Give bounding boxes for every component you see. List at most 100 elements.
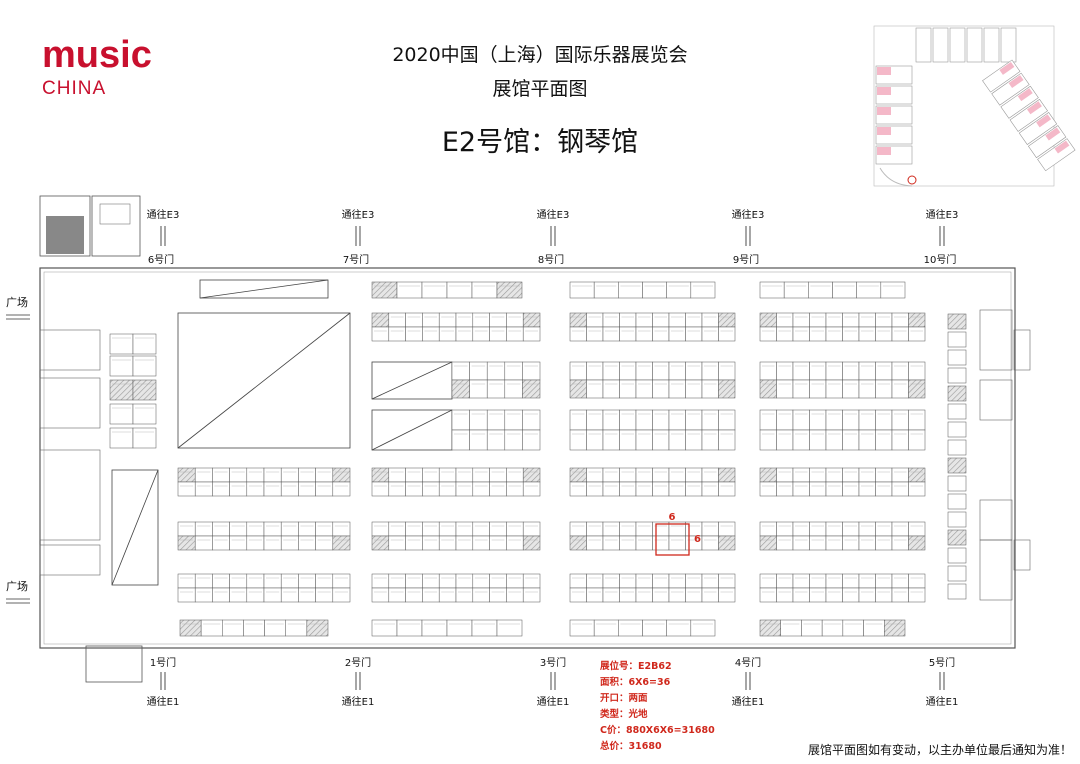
booth-cell[interactable] [177,573,196,589]
booth-cell[interactable] [685,326,703,342]
booth-cell[interactable] [668,312,686,328]
booth-cell[interactable] [586,535,604,551]
booth-cell[interactable] [177,467,196,483]
booth-cell[interactable] [569,429,587,451]
booth-cell[interactable] [668,379,686,399]
booth-cell[interactable] [229,481,248,497]
booth-cell[interactable] [842,573,860,589]
booth-cell[interactable] [332,521,351,537]
booth-cell[interactable] [618,281,643,299]
booth-cell[interactable] [858,521,876,537]
booth-cell[interactable] [455,573,474,589]
booth-cell[interactable] [635,467,653,483]
booth-cell[interactable] [668,573,686,589]
booth-cell[interactable] [619,379,637,399]
booth-cell[interactable] [586,573,604,589]
booth-cell[interactable] [842,429,860,451]
booth-cell[interactable] [718,326,736,342]
booth-cell[interactable] [759,587,777,603]
booth-cell[interactable] [701,379,719,399]
booth-cell[interactable] [668,587,686,603]
booth-cell[interactable] [315,535,334,551]
booth-cell[interactable] [652,326,670,342]
booth-cell[interactable] [792,467,810,483]
booth-cell[interactable] [109,355,134,377]
booth-cell[interactable] [422,481,440,497]
booth-cell[interactable] [132,427,157,449]
booth-cell[interactable] [619,361,637,381]
booth-cell[interactable] [451,379,470,399]
booth-cell[interactable] [506,535,524,551]
booth-cell[interactable] [602,587,620,603]
booth-cell[interactable] [792,409,810,431]
booth-cell[interactable] [280,481,299,497]
booth-cell[interactable] [947,457,967,474]
booth-cell[interactable] [635,573,653,589]
booth-cell[interactable] [875,361,893,381]
booth-cell[interactable] [858,429,876,451]
booth-cell[interactable] [243,619,265,637]
booth-cell[interactable] [422,587,440,603]
booth-cell[interactable] [455,587,474,603]
booth-cell[interactable] [619,535,637,551]
booth-cell[interactable] [668,429,686,451]
booth-cell[interactable] [472,535,490,551]
booth-cell[interactable] [891,361,909,381]
booth-cell[interactable] [602,535,620,551]
booth-cell[interactable] [947,475,967,492]
booth-cell[interactable] [947,313,967,330]
booth-cell[interactable] [132,333,157,355]
booth-cell[interactable] [809,573,827,589]
booth-cell[interactable] [635,409,653,431]
booth-cell[interactable] [438,312,457,328]
booth-cell[interactable] [891,467,909,483]
booth-cell[interactable] [792,429,810,451]
booth-cell[interactable] [455,521,474,537]
booth-cell[interactable] [875,573,893,589]
booth-cell[interactable] [496,281,523,299]
booth-cell[interactable] [422,467,440,483]
booth-cell[interactable] [809,409,827,431]
booth-cell[interactable] [486,361,506,381]
booth-cell[interactable] [685,429,703,451]
booth-cell[interactable] [792,379,810,399]
booth-cell[interactable] [522,409,541,431]
booth-cell[interactable] [109,333,134,355]
booth-cell[interactable] [194,587,213,603]
booth-cell[interactable] [569,409,587,431]
booth-cell[interactable] [405,467,423,483]
booth-cell[interactable] [602,521,620,537]
booth-cell[interactable] [718,467,736,483]
booth-cell[interactable] [635,361,653,381]
booth-cell[interactable] [200,619,223,637]
booth-cell[interactable] [229,573,248,589]
booth-cell[interactable] [891,573,909,589]
booth-cell[interactable] [759,409,777,431]
booth-cell[interactable] [858,379,876,399]
booth-cell[interactable] [263,481,282,497]
booth-cell[interactable] [759,481,777,497]
booth-cell[interactable] [891,379,909,399]
booth-cell[interactable] [506,521,524,537]
booth-cell[interactable] [652,481,670,497]
booth-cell[interactable] [177,521,196,537]
booth-cell[interactable] [229,467,248,483]
booth-cell[interactable] [875,379,893,399]
booth-cell[interactable] [718,379,736,399]
booth-cell[interactable] [792,481,810,497]
booth-cell[interactable] [246,467,265,483]
booth-cell[interactable] [825,429,843,451]
booth-cell[interactable] [569,587,587,603]
booth-cell[interactable] [471,619,498,637]
booth-cell[interactable] [821,619,844,637]
booth-cell[interactable] [280,587,299,603]
booth-cell[interactable] [718,361,736,381]
booth-cell[interactable] [947,331,967,348]
booth-cell[interactable] [472,467,490,483]
booth-cell[interactable] [908,587,926,603]
booth-cell[interactable] [908,521,926,537]
booth-cell[interactable] [947,367,967,384]
booth-cell[interactable] [489,467,507,483]
booth-cell[interactable] [619,409,637,431]
booth-cell[interactable] [246,587,265,603]
